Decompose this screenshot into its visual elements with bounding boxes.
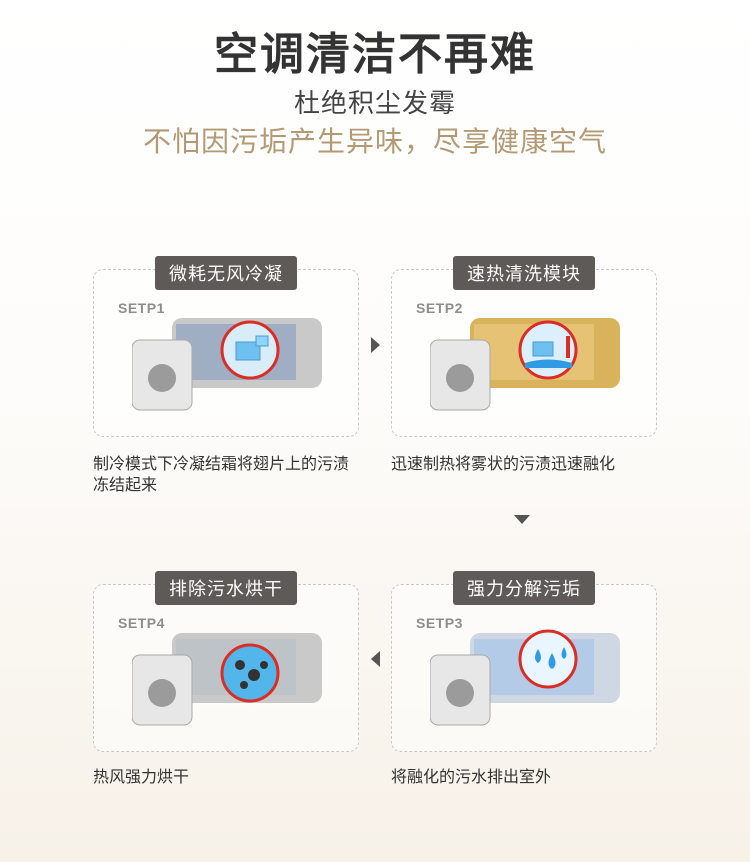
ac-unit-illustration xyxy=(132,318,322,411)
subtitle-secondary: 不怕因污垢产生异味，尽享健康空气 xyxy=(142,125,607,158)
step-card-2: 速热清洗模块 SETP2 xyxy=(391,256,657,437)
step-code: SETP1 xyxy=(118,300,165,316)
step-label: 速热清洗模块 xyxy=(453,256,595,290)
dirt-particles-icon xyxy=(220,643,280,703)
step-label: 排除污水烘干 xyxy=(155,571,297,605)
step-card-1: 微耗无风冷凝 SETP1 xyxy=(93,256,359,437)
page-title: 空调清洁不再难 xyxy=(214,29,536,80)
arrow-right-icon xyxy=(371,337,380,353)
step-card-4: 排除污水烘干 SETP4 xyxy=(93,571,359,752)
step-code: SETP3 xyxy=(416,615,463,631)
step-card-3: 强力分解污垢 SETP3 xyxy=(391,571,657,752)
step-code: SETP2 xyxy=(416,300,463,316)
melting-ice-icon xyxy=(518,320,578,380)
subtitle-primary: 杜绝积尘发霉 xyxy=(293,89,456,119)
step-code: SETP4 xyxy=(118,615,165,631)
ac-unit-illustration xyxy=(132,633,322,726)
ice-cube-icon xyxy=(220,320,280,380)
water-drops-icon xyxy=(518,629,578,689)
step-description: 将融化的污水排出室外 xyxy=(391,767,552,786)
step-label: 微耗无风冷凝 xyxy=(155,256,297,290)
arrow-down-icon xyxy=(514,515,530,524)
step-description: 热风强力烘干 xyxy=(93,767,190,786)
ac-unit-illustration xyxy=(430,629,620,726)
step-description: 迅速制热将雾状的污渍迅速融化 xyxy=(391,454,616,473)
step-description: 制冷模式下冷凝结霜将翅片上的污渍冻结起来 xyxy=(93,454,350,494)
ac-unit-illustration xyxy=(430,318,620,411)
arrow-left-icon xyxy=(371,651,380,667)
step-label: 强力分解污垢 xyxy=(453,571,595,605)
